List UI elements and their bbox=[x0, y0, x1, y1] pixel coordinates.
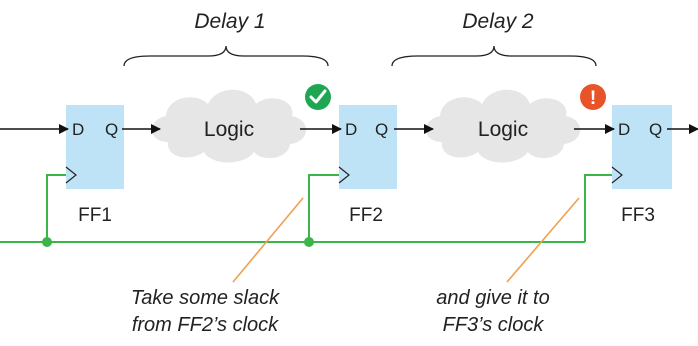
annotation-line-ff2 bbox=[232, 197, 304, 283]
flip-flop-ff3: D Q bbox=[611, 105, 672, 189]
delay-1-brace bbox=[123, 45, 329, 67]
annotation-left-line-1: Take some slack bbox=[131, 287, 280, 309]
ff2-name: FF2 bbox=[349, 205, 383, 226]
ff3-q-pin: Q bbox=[649, 120, 662, 139]
flip-flop-ff2: D Q bbox=[338, 105, 397, 189]
annotation-line-ff3 bbox=[506, 197, 580, 283]
flip-flop-ff1: D Q bbox=[65, 105, 124, 189]
violation-symbol: ! bbox=[590, 88, 596, 109]
delay-1-label: Delay 1 bbox=[194, 10, 265, 33]
clock-junction-2 bbox=[304, 237, 314, 247]
annotation-right-line-2: FF3’s clock bbox=[443, 314, 545, 336]
logic-1-label: Logic bbox=[204, 118, 254, 141]
ff1-d-pin: D bbox=[72, 120, 84, 139]
clock-junction-1 bbox=[42, 237, 52, 247]
timing-violation-alert-icon: ! bbox=[580, 84, 606, 110]
timing-met-check-icon bbox=[305, 84, 331, 110]
logic-cloud-1 bbox=[151, 89, 307, 163]
ff3-d-pin: D bbox=[618, 120, 630, 139]
annotation-right-line-1: and give it to bbox=[436, 287, 549, 309]
annotation-left-line-2: from FF2’s clock bbox=[132, 314, 279, 336]
delay-2-brace bbox=[391, 45, 597, 67]
clock-network bbox=[0, 174, 612, 243]
logic-cloud-2 bbox=[425, 89, 581, 163]
delay-2-label: Delay 2 bbox=[462, 10, 534, 33]
ff2-q-pin: Q bbox=[375, 120, 388, 139]
logic-2-label: Logic bbox=[478, 118, 528, 141]
ff3-name: FF3 bbox=[621, 205, 655, 226]
ff1-name: FF1 bbox=[78, 205, 112, 226]
ff2-d-pin: D bbox=[345, 120, 357, 139]
ff1-q-pin: Q bbox=[105, 120, 118, 139]
